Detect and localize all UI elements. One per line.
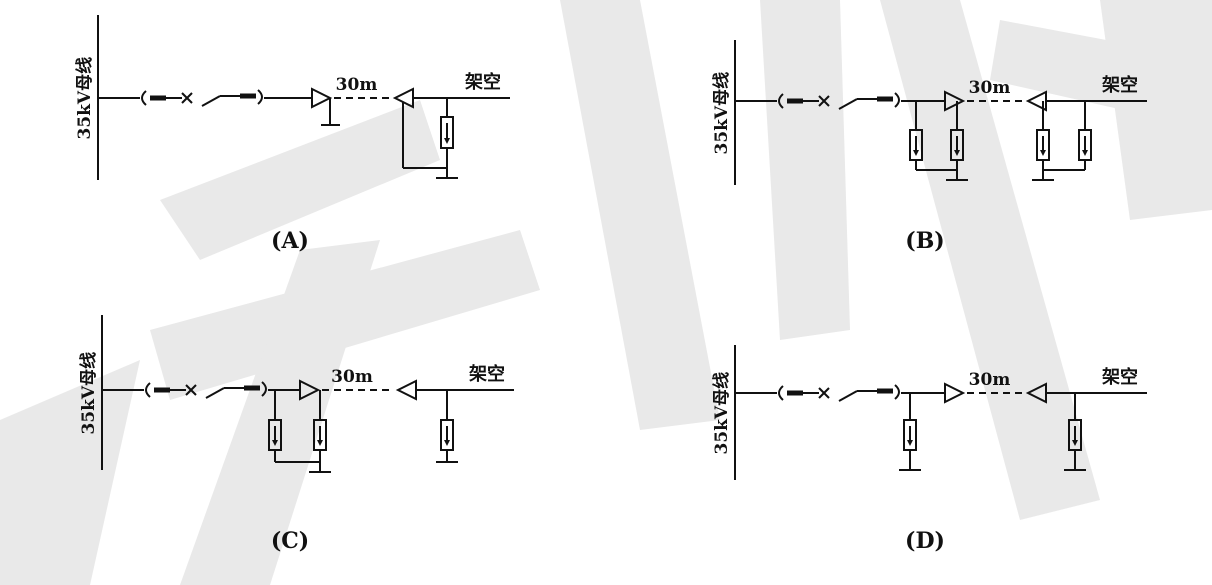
cable-termination-left (299, 379, 321, 401)
surge-arrester (1036, 101, 1050, 170)
arrester-arrow-icon (444, 138, 450, 144)
arrester-arrow-icon (444, 440, 450, 446)
panel-caption: (B) (905, 228, 944, 254)
panel-caption: (C) (271, 528, 309, 554)
distance-label: 30m (336, 75, 378, 95)
disconnector-blade (838, 98, 858, 110)
panel-c: 35kV母线 30m 架空 (C) (78, 315, 514, 554)
surge-arrester (909, 101, 923, 170)
overhead-label: 架空 (465, 71, 501, 93)
bus-label: 35kV母线 (711, 72, 732, 155)
surge-arrester (950, 101, 964, 170)
cable-termination-left (944, 382, 966, 404)
contact-bar-left (154, 387, 170, 393)
surge-arrester (268, 390, 282, 462)
arrester-arrow-icon (907, 440, 913, 446)
bus-label: 35kV母线 (74, 57, 95, 140)
arrester-arrow-icon (272, 440, 278, 446)
distance-label: 30m (969, 78, 1011, 98)
arrester-arrow-icon (317, 440, 323, 446)
overhead-label: 架空 (1102, 74, 1138, 96)
arrester-arrow-icon (1082, 150, 1088, 156)
surge-arrester (903, 393, 917, 470)
surge-arrester (1068, 393, 1082, 470)
plug-socket-right (894, 384, 900, 400)
plug-socket-left (778, 385, 784, 401)
contact-bar-right (240, 93, 256, 99)
surge-arrester (1078, 101, 1092, 170)
cable-termination-left (311, 87, 333, 109)
contact-bar-right (877, 96, 893, 102)
panel-a: 35kV母线 30m 架空 (A) (74, 15, 510, 254)
disconnector-blade (205, 387, 225, 399)
arrester-arrow-icon (913, 150, 919, 156)
breaker-x-icon (818, 95, 830, 107)
surge-arrester (313, 390, 327, 462)
panel-caption: (D) (905, 528, 945, 554)
breaker-x-icon (181, 92, 193, 104)
distance-label: 30m (331, 367, 373, 387)
arrester-arrow-icon (954, 150, 960, 156)
plug-socket-right (894, 92, 900, 108)
arrester-arrow-icon (1072, 440, 1078, 446)
bus-label: 35kV母线 (711, 372, 732, 455)
overhead-label: 架空 (1102, 366, 1138, 388)
plug-socket-right (257, 89, 263, 105)
surge-arrester (440, 98, 454, 178)
surge-arrester (440, 390, 454, 462)
cable-termination-left (944, 90, 966, 112)
cable-termination-right (395, 379, 417, 401)
panel-caption: (A) (271, 228, 309, 254)
panel-d: 35kV母线 30m 架空 (D) (711, 345, 1147, 554)
breaker-x-icon (185, 384, 197, 396)
plug-socket-left (778, 93, 784, 109)
disconnector-blade (838, 390, 858, 402)
disconnector-blade (201, 95, 221, 107)
arrester-arrow-icon (1040, 150, 1046, 156)
plug-socket-left (145, 382, 151, 398)
plug-socket-left (141, 90, 147, 106)
panel-b: 35kV母线 30m 架空 (B) (711, 40, 1147, 254)
bus-label: 35kV母线 (78, 352, 99, 435)
distance-label: 30m (969, 370, 1011, 390)
contact-bar-left (787, 98, 803, 104)
breaker-x-icon (818, 387, 830, 399)
contact-bar-left (150, 95, 166, 101)
contact-bar-right (877, 388, 893, 394)
contact-bar-left (787, 390, 803, 396)
contact-bar-right (244, 385, 260, 391)
plug-socket-right (261, 381, 267, 397)
overhead-label: 架空 (469, 363, 505, 385)
